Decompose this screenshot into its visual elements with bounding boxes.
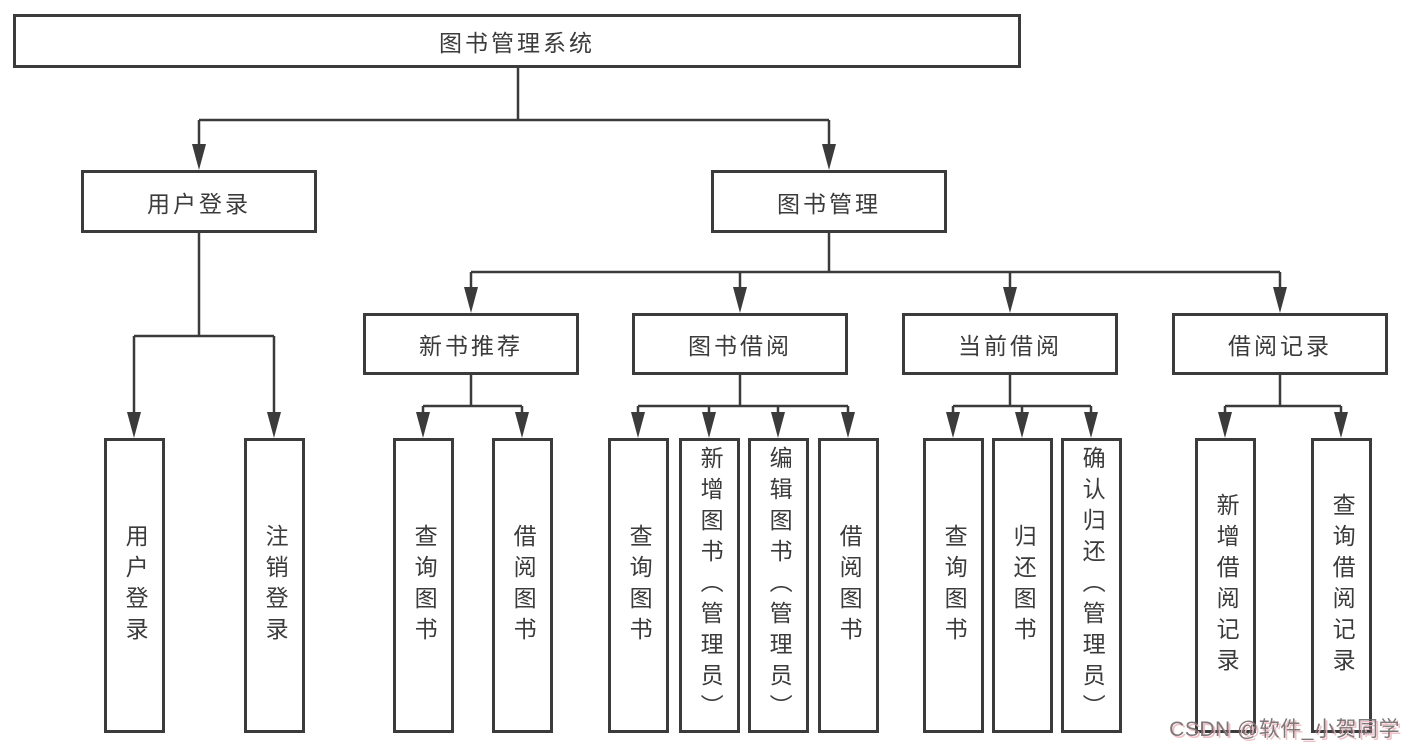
leaf-logout: 注销登录 xyxy=(244,438,305,733)
node-label: 新书推荐 xyxy=(419,333,523,359)
node-label: 新增图书（管理员） xyxy=(697,446,724,725)
connector-line xyxy=(1223,375,1343,414)
connector-line xyxy=(197,68,831,147)
connector-line xyxy=(132,233,276,414)
leaf-borrow-book: 借阅图书 xyxy=(818,438,879,733)
node-label: 确认归还（管理员） xyxy=(1079,446,1106,725)
node-label: 借阅记录 xyxy=(1228,333,1332,359)
leaf-confirm-return-admin: 确认归还（管理员） xyxy=(1061,438,1122,733)
node-label: 注销登录 xyxy=(262,523,289,648)
node-book-borrow: 图书借阅 xyxy=(632,313,848,375)
node-label: 查询图书 xyxy=(626,523,653,648)
node-label: 查询图书 xyxy=(411,523,438,648)
node-label: 归还图书 xyxy=(1010,523,1037,648)
connector-line xyxy=(636,375,850,414)
connector-root-to-level2 xyxy=(192,68,836,170)
leaf-query-borrow-record: 查询借阅记录 xyxy=(1311,438,1372,733)
node-label: 编辑图书（管理员） xyxy=(766,446,793,725)
node-current-borrow: 当前借阅 xyxy=(902,313,1118,375)
connector-new-book-recommend-group xyxy=(416,375,529,438)
node-label: 用户登录 xyxy=(147,190,251,217)
leaf-edit-book-admin: 编辑图书（管理员） xyxy=(748,438,809,733)
node-new-book-recommend: 新书推荐 xyxy=(363,313,579,375)
leaf-user-login: 用户登录 xyxy=(104,438,165,733)
node-root-library-system: 图书管理系统 xyxy=(13,14,1021,68)
node-label: 新增借阅记录 xyxy=(1213,492,1240,679)
node-label: 借阅图书 xyxy=(510,523,537,648)
connector-line xyxy=(469,233,1282,289)
node-label: 用户登录 xyxy=(122,523,149,648)
node-label: 查询借阅记录 xyxy=(1329,492,1356,679)
arrowhead xyxy=(946,412,1098,438)
leaf-borrow-book-recommend: 借阅图书 xyxy=(492,438,553,733)
node-user-login: 用户登录 xyxy=(81,170,317,233)
arrowhead xyxy=(464,287,1287,313)
connector-line xyxy=(421,375,524,414)
node-label: 借阅图书 xyxy=(836,523,863,648)
connector-book-borrow-group xyxy=(631,375,855,438)
leaf-add-book-admin: 新增图书（管理员） xyxy=(679,438,740,733)
leaf-return-book: 归还图书 xyxy=(992,438,1053,733)
leaf-query-book-current: 查询图书 xyxy=(923,438,984,733)
node-label: 查询图书 xyxy=(941,523,968,648)
arrowhead xyxy=(1218,412,1348,438)
connector-current-borrow-group xyxy=(946,375,1098,438)
arrowhead xyxy=(192,144,836,170)
connector-book-management-to-level3 xyxy=(464,233,1287,313)
leaf-query-book-recommend: 查询图书 xyxy=(393,438,454,733)
node-label: 图书借阅 xyxy=(688,333,792,359)
node-borrow-records: 借阅记录 xyxy=(1172,313,1388,375)
node-label: 图书管理 xyxy=(777,190,881,217)
node-label: 图书管理系统 xyxy=(439,30,595,56)
arrowhead xyxy=(127,412,281,438)
leaf-query-book-borrow: 查询图书 xyxy=(608,438,669,733)
arrowhead xyxy=(416,412,529,438)
connector-line xyxy=(951,375,1093,414)
leaf-add-borrow-record: 新增借阅记录 xyxy=(1195,438,1256,733)
connector-borrow-records-group xyxy=(1218,375,1348,438)
connector-user-login-group xyxy=(127,233,281,438)
node-label: 当前借阅 xyxy=(958,333,1062,359)
node-book-management: 图书管理 xyxy=(711,170,947,233)
arrowhead xyxy=(631,412,855,438)
csdn-watermark: CSDN @软件_小贺同学 xyxy=(1169,718,1400,741)
